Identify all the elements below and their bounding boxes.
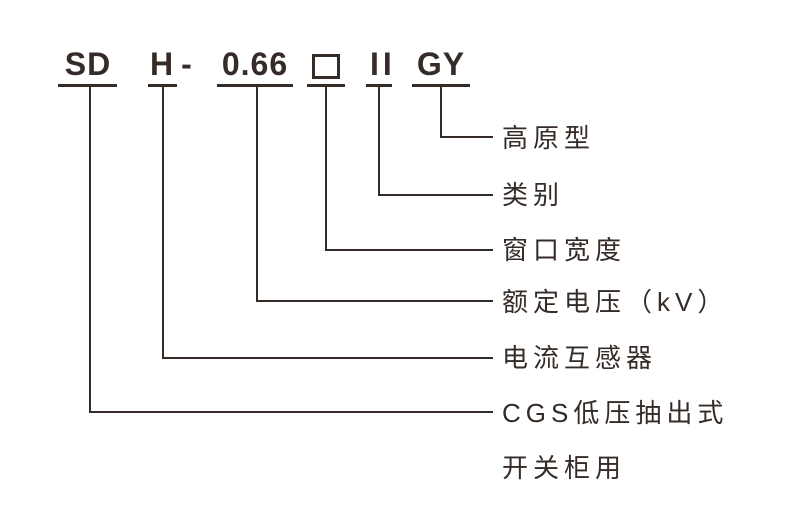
annotation-current-transformer: 电流互感器 xyxy=(502,343,658,373)
annotation-window-width: 窗口宽度 xyxy=(502,235,627,265)
leader-horizontal-sd xyxy=(89,411,493,413)
leader-vertical-category xyxy=(378,87,380,196)
leader-horizontal-gy xyxy=(440,136,493,138)
annotation-switchgear-line2: 开关柜用 xyxy=(502,453,627,483)
code-segment-sd: SD xyxy=(64,46,112,82)
annotation-plateau-type: 高原型 xyxy=(502,123,596,153)
underline-h xyxy=(148,84,177,87)
annotation-switchgear-line1: CGS低压抽出式 xyxy=(502,398,729,428)
leader-horizontal-category xyxy=(378,194,493,196)
leader-horizontal-voltage xyxy=(256,300,493,302)
underline-category xyxy=(366,84,392,87)
underline-voltage xyxy=(217,84,293,87)
code-segment-gy: GY xyxy=(416,46,466,82)
leader-vertical-h xyxy=(162,87,164,359)
code-segment-category: II xyxy=(370,46,396,82)
leader-horizontal-h xyxy=(162,357,493,359)
leader-vertical-sd xyxy=(89,87,91,413)
annotation-rated-voltage: 额定电压（kV） xyxy=(502,287,729,317)
leader-vertical-gy xyxy=(440,87,442,138)
leader-vertical-window xyxy=(325,87,327,251)
leader-vertical-voltage xyxy=(256,87,258,302)
underline-window xyxy=(307,84,345,87)
code-separator-hyphen: - xyxy=(181,46,193,82)
code-segment-h: H xyxy=(149,46,175,82)
window-placeholder-box-icon xyxy=(312,54,340,79)
underline-sd xyxy=(58,84,117,87)
code-segment-voltage: 0.66 xyxy=(221,46,289,82)
annotation-category: 类别 xyxy=(502,180,565,210)
leader-horizontal-window xyxy=(325,249,493,251)
underline-gy xyxy=(412,84,470,87)
